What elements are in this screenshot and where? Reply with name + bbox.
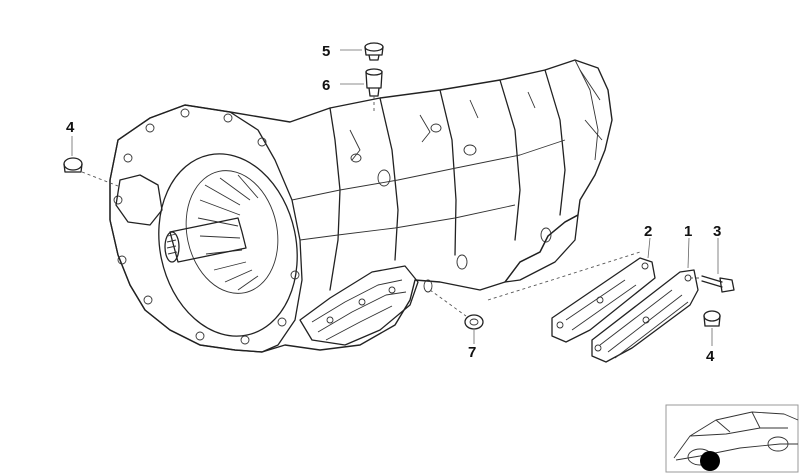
locator-dot bbox=[700, 451, 720, 471]
callout-5: 5 bbox=[322, 43, 330, 60]
transmission-housing bbox=[109, 59, 613, 353]
callout-7: 7 bbox=[468, 344, 476, 361]
gasket-part-2 bbox=[551, 257, 656, 343]
callout-4-left: 4 bbox=[66, 119, 75, 136]
cap-part-5 bbox=[364, 42, 384, 61]
plug-part-4-right bbox=[703, 310, 721, 327]
callout-4-right: 4 bbox=[706, 348, 715, 365]
plug-part-4-left bbox=[63, 157, 119, 187]
callout-1: 1 bbox=[684, 223, 692, 240]
callouts: 5 6 4 2 1 3 4 7 bbox=[66, 43, 721, 365]
callout-2: 2 bbox=[644, 223, 652, 240]
vehicle-locator-thumbnail bbox=[665, 404, 799, 473]
callout-6: 6 bbox=[322, 77, 330, 94]
callout-leaders bbox=[71, 49, 719, 346]
callout-3: 3 bbox=[713, 223, 721, 240]
seal-ring-part-7 bbox=[429, 289, 484, 330]
sleeve-part-6 bbox=[365, 68, 383, 112]
bolt-part-3 bbox=[690, 275, 735, 293]
assembly-line bbox=[487, 251, 641, 301]
